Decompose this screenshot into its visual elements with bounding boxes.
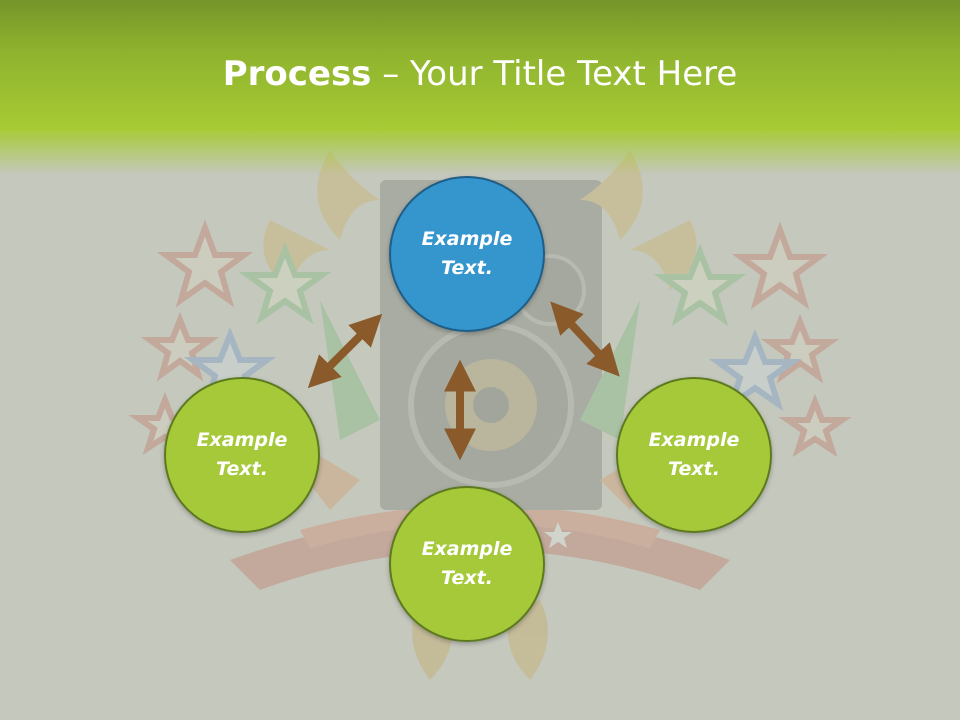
process-node-top[interactable]: Example Text. (389, 176, 545, 332)
process-node-top-text: Example Text. (421, 228, 513, 279)
title-bar (0, 0, 960, 130)
arrow-top-right (550, 301, 620, 377)
arrow-top-left (307, 313, 383, 389)
slide-title-rest: – Your Title Text Here (371, 54, 738, 94)
slide-title-bold: Process (222, 54, 372, 94)
title-bar-fade (0, 130, 960, 175)
process-node-left[interactable]: Example Text. (164, 377, 320, 533)
process-node-right-text: Example Text. (648, 429, 740, 480)
process-node-left-text: Example Text. (196, 429, 288, 480)
process-node-bottom[interactable]: Example Text. (389, 486, 545, 642)
slide-title: Process – Your Title Text Here (0, 52, 960, 96)
process-node-bottom-text: Example Text. (421, 538, 513, 589)
process-node-right[interactable]: Example Text. (616, 377, 772, 533)
